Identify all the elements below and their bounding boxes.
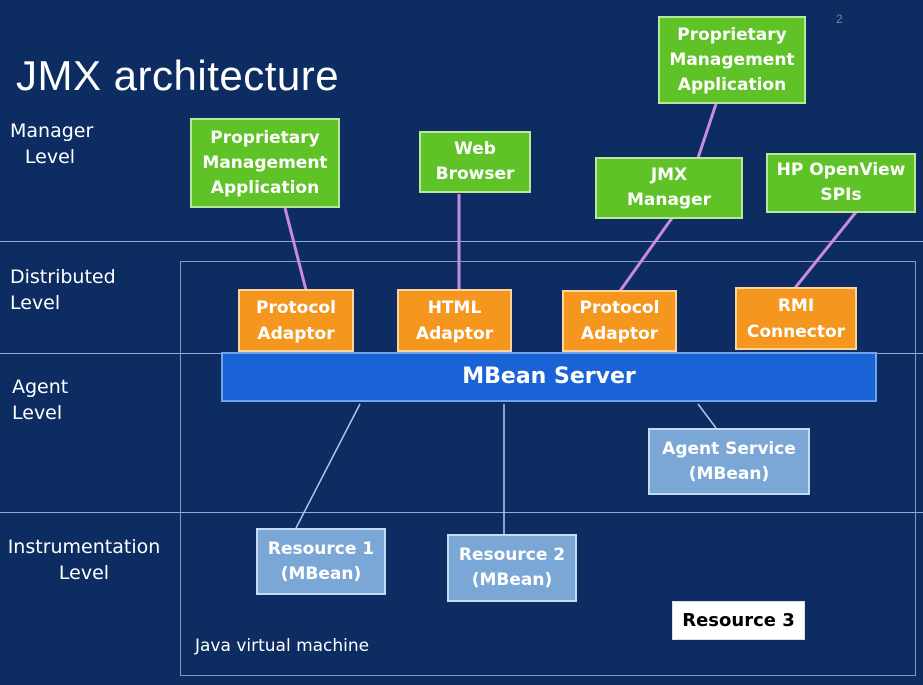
resource-2-box: Resource 2 (MBean) — [447, 534, 577, 602]
box-line: Connector — [746, 321, 846, 342]
resource-3-box: Resource 3 — [672, 601, 805, 640]
html-adaptor-box: HTML Adaptor — [397, 289, 512, 352]
level-label-distributed: Distributed Level — [10, 264, 116, 316]
box-line: Adaptor — [580, 324, 659, 344]
box-line: HP OpenView — [776, 160, 906, 180]
box-line: Protocol — [256, 297, 336, 318]
box-line: Application — [210, 177, 320, 198]
box-line: Application — [677, 74, 787, 95]
jvm-label: Java virtual machine — [195, 636, 370, 656]
level-label-instrumentation: Instrumentation Level — [4, 534, 164, 586]
protocol-adaptor-box: Protocol Adaptor — [238, 289, 354, 352]
jvm-boundary — [180, 261, 916, 676]
box-line: HTML — [427, 297, 482, 318]
jmx-manager-box: JMX Manager — [595, 157, 743, 219]
proprietary-management-app-top-box: Proprietary Management Application — [658, 16, 806, 104]
box-line: Manager — [626, 190, 712, 210]
level-label-line: Distributed — [10, 266, 116, 288]
box-line: (MBean) — [471, 570, 553, 590]
mbean-server-bar: MBean Server — [221, 352, 877, 402]
connector-line — [618, 217, 674, 292]
box-line: Proprietary — [677, 24, 787, 45]
level-divider-manager — [0, 241, 923, 242]
box-line: JMX — [650, 165, 688, 185]
agent-service-box: Agent Service (MBean) — [648, 428, 810, 495]
level-label-line: Manager — [10, 120, 94, 142]
level-label-line: Instrumentation — [7, 536, 161, 558]
level-divider-agent — [0, 512, 923, 513]
box-line: (MBean) — [688, 463, 770, 484]
box-line: Agent Service — [662, 438, 796, 459]
web-browser-box: Web Browser — [419, 131, 531, 193]
box-line: Resource 2 — [458, 545, 566, 565]
box-line: Web — [454, 139, 496, 159]
proprietary-management-app-box: Proprietary Management Application — [190, 118, 340, 208]
box-line: Protocol — [579, 298, 660, 318]
connector-line — [697, 403, 717, 429]
box-line: Proprietary — [210, 127, 320, 148]
connector-line — [793, 211, 858, 289]
box-line: RMI — [777, 295, 815, 316]
level-label-manager: Manager Level — [10, 118, 94, 170]
level-label-line: Agent — [12, 376, 69, 398]
connector-line — [696, 103, 718, 159]
connector-line — [283, 207, 308, 291]
protocol-adaptor-2-box: Protocol Adaptor — [562, 290, 677, 352]
box-line: Management — [202, 152, 328, 173]
box-line: Resource 1 — [267, 538, 375, 559]
box-line: Adaptor — [257, 323, 335, 344]
level-label-line: Level — [58, 562, 110, 584]
resource-1-box: Resource 1 (MBean) — [256, 528, 386, 595]
box-line: (MBean) — [280, 563, 362, 584]
level-label-line: Level — [10, 292, 61, 314]
hp-openview-spis-box: HP OpenView SPIs — [766, 153, 916, 213]
box-line: Adaptor — [415, 323, 494, 344]
slide-title: JMX architecture — [16, 52, 340, 99]
level-label-line: Level — [12, 402, 63, 424]
level-label-line: Level — [24, 146, 76, 168]
box-line: SPIs — [820, 185, 862, 205]
page-number: 2 — [836, 12, 843, 26]
level-label-agent: Agent Level — [12, 374, 69, 426]
box-line: Browser — [435, 164, 515, 184]
rmi-connector-box: RMI Connector — [735, 287, 857, 350]
connector-line — [295, 403, 361, 529]
box-line: Management — [669, 49, 795, 70]
